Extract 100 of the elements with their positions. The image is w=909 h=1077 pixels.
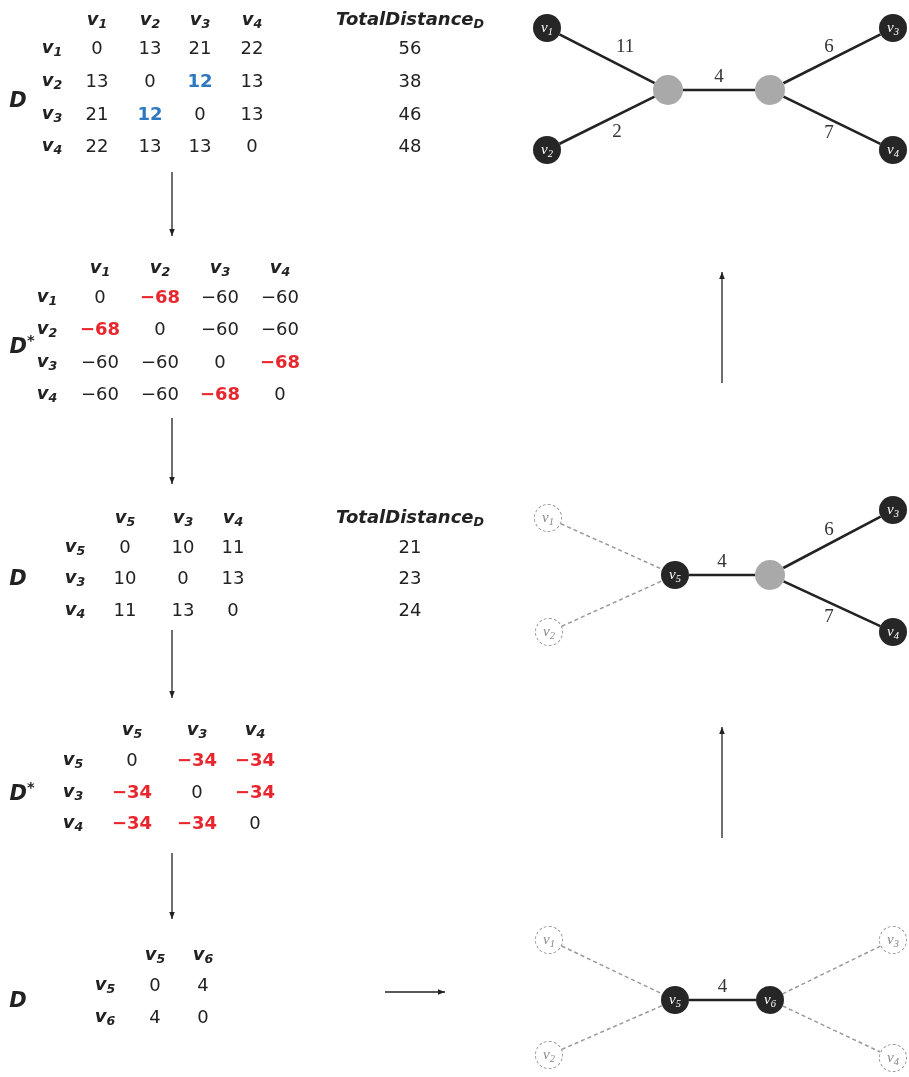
matrix-name: D [9,567,27,589]
matrix-value: −34 [234,751,276,769]
column-header: v$_{1}$ [86,9,108,31]
total-distance-value: 23 [398,569,422,587]
tree-edge [689,998,756,1002]
matrix-name: D [9,89,27,111]
merged-vertex-circle: v$_{4}$ [879,1044,907,1072]
tree-edge [683,88,755,92]
tree-edge [782,515,882,570]
merged-vertex-circle: v$_{1}$ [535,926,563,954]
total-distance-value: 38 [398,72,422,90]
vertex-circle: v$_{3}$ [879,14,907,42]
row-header: v$_{6}$ [94,1006,116,1028]
dashed-tree-edge [781,945,882,995]
matrix-value: 13 [85,72,109,90]
column-header: v$_{3}$ [209,257,231,279]
matrix-name: D$^{*}$ [9,780,35,804]
column-header: v$_{6}$ [192,944,214,966]
edge-label: 6 [824,518,834,538]
matrix-value: 13 [138,39,162,57]
matrix-value: 0 [191,783,203,801]
column-header: v$_{5}$ [144,944,166,966]
matrix-value: −68 [139,288,181,306]
column-title: TotalDistance$_{D}$ [336,507,484,529]
edge-label: 4 [714,65,724,85]
matrix-value: −68 [79,320,121,338]
dashed-tree-edge [781,1005,882,1053]
total-distance-value: 48 [398,137,422,155]
matrix-value: 13 [138,137,162,155]
matrix-value: 21 [85,105,109,123]
matrix-value: 21 [188,39,212,57]
matrix-value: 4 [197,976,209,994]
edge-label: 2 [612,120,622,140]
column-header: v$_{3}$ [189,9,211,31]
tree-edge [782,95,881,146]
column-header: v$_{2}$ [149,257,171,279]
matrix-value: 4 [149,1008,161,1026]
tree-edge [558,33,656,85]
dashed-tree-edge [561,580,663,627]
matrix-value: 0 [194,105,206,123]
row-header: v$_{3}$ [36,351,58,373]
tree-edge [689,573,755,577]
matrix-value: −68 [199,385,241,403]
matrix-value: 0 [154,320,166,338]
column-header: v$_{4}$ [222,507,244,529]
matrix-value: 13 [240,105,264,123]
matrix-value: −34 [111,814,153,832]
merged-vertex-circle: v$_{2}$ [535,618,563,646]
column-header: v$_{2}$ [139,9,161,31]
matrix-value: −60 [81,353,119,371]
column-header: v$_{4}$ [269,257,291,279]
vertex-circle: v$_{2}$ [533,136,561,164]
matrix-value: 10 [113,569,137,587]
row-header: v$_{3}$ [64,567,86,589]
total-distance-value: 21 [398,538,422,556]
matrix-value: −60 [81,385,119,403]
merged-vertex-circle: v$_{2}$ [535,1041,563,1069]
matrix-value: −60 [201,288,239,306]
vertex-circle: v$_{4}$ [879,136,907,164]
total-distance-value: 56 [398,39,422,57]
matrix-value: −60 [201,320,239,338]
matrix-value: 11 [221,538,245,556]
arrow [169,852,175,920]
merged-vertex-circle: v$_{3}$ [879,926,907,954]
matrix-value: 11 [113,601,137,619]
matrix-value: −34 [234,783,276,801]
matrix-value: 12 [187,72,213,90]
column-header: v$_{5}$ [121,719,143,741]
column-header: v$_{4}$ [244,719,266,741]
column-title: TotalDistance$_{D}$ [336,9,484,31]
edge-label: 6 [824,35,834,55]
edge-label: 7 [824,605,834,625]
edge-label: 7 [824,121,834,141]
matrix-value: −68 [259,353,301,371]
matrix-value: 13 [240,72,264,90]
matrix-name: D$^{*}$ [9,333,35,357]
merged-vertex-circle: v$_{1}$ [534,504,562,532]
row-header: v$_{1}$ [36,286,58,308]
matrix-value: 0 [149,976,161,994]
matrix-value: −60 [261,288,299,306]
edge-label: 11 [615,35,635,55]
row-header: v$_{5}$ [62,749,84,771]
vertex-circle: v$_{5}$ [661,561,689,589]
dashed-tree-edge [560,523,663,570]
matrix-value: 22 [85,137,109,155]
total-distance-value: 24 [398,601,422,619]
matrix-value: 12 [137,105,163,123]
edge-label: 4 [717,975,728,995]
internal-node-circle [653,75,683,105]
dashed-tree-edge [561,1004,663,1051]
vertex-circle: v$_{5}$ [661,986,689,1014]
matrix-value: −34 [176,751,218,769]
vertex-circle: v$_{3}$ [879,496,907,524]
matrix-value: 0 [246,137,258,155]
matrix-value: 0 [94,288,106,306]
vertex-circle: v$_{1}$ [533,14,561,42]
matrix-value: 0 [274,385,286,403]
matrix-value: 0 [91,39,103,57]
matrix-value: 0 [214,353,226,371]
row-header: v$_{3}$ [62,781,84,803]
